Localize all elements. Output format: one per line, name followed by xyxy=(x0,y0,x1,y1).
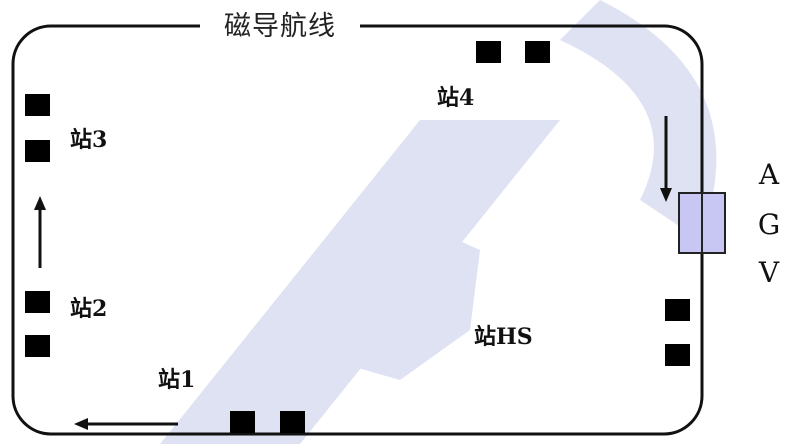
title-backdrop xyxy=(200,10,360,46)
arrow-down-right xyxy=(660,116,672,202)
station-marker-right-1 xyxy=(665,299,690,321)
station-label-1: 站1 xyxy=(158,367,196,393)
station-marker-bottom-2 xyxy=(280,411,305,433)
agv-vehicle xyxy=(678,192,726,254)
station-label-4: 站4 xyxy=(437,85,475,111)
station-marker-left-1 xyxy=(25,94,50,116)
station-label-hs: 站HS xyxy=(474,324,533,350)
station-marker-right-2 xyxy=(665,344,690,366)
station-marker-left-4 xyxy=(25,335,50,357)
arrow-left-bottom xyxy=(74,418,178,430)
station-marker-top-1 xyxy=(476,41,501,63)
station-marker-left-3 xyxy=(25,291,50,313)
station-marker-top-2 xyxy=(525,41,550,63)
agv-letter-a: A xyxy=(758,158,780,191)
arrow-up-left xyxy=(34,196,46,268)
agv-vehicle-divider xyxy=(701,194,703,252)
station-marker-left-2 xyxy=(25,140,50,162)
agv-letter-v: V xyxy=(758,256,780,289)
station-label-3: 站3 xyxy=(70,127,108,153)
agv-letter-g: G xyxy=(757,208,781,241)
station-marker-bottom-1 xyxy=(230,411,255,433)
magnetic-track-loop xyxy=(11,24,704,436)
station-label-2: 站2 xyxy=(70,296,108,322)
diagram-title: 磁导航线 xyxy=(224,11,336,42)
